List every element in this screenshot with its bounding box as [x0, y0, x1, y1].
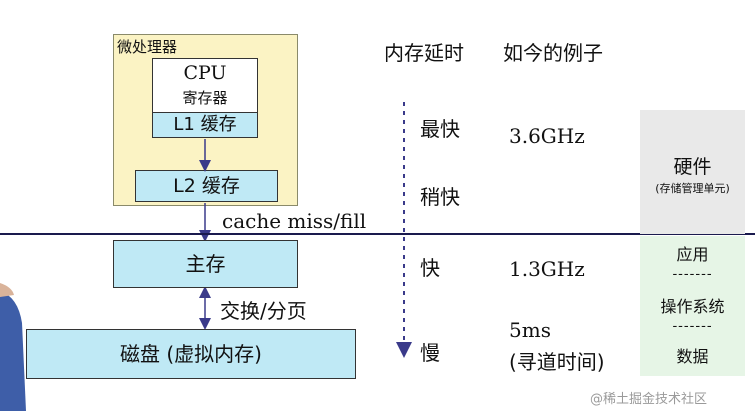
- example-header: 如今的例子: [503, 41, 603, 65]
- software-item-apps: 应用: [676, 245, 709, 264]
- registers-label: 寄存器: [182, 89, 228, 107]
- speed-fastest: 最快: [420, 117, 460, 141]
- latency-header: 内存延时: [384, 41, 464, 65]
- microprocessor-label: 微处理器: [117, 38, 178, 56]
- example-memory-clock: 1.3GHz: [509, 257, 585, 281]
- software-item-os: 操作系统: [660, 297, 725, 316]
- hardware-software-divider: [0, 233, 755, 235]
- speed-faster: 稍快: [420, 185, 460, 209]
- l1-cache-box: L1 缓存: [152, 112, 258, 138]
- software-item-data: 数据: [676, 347, 709, 366]
- cache-miss-label: cache miss/fill: [220, 209, 369, 233]
- l2-cache-box: L2 缓存: [135, 170, 278, 202]
- example-disk-latency: 5ms: [509, 318, 551, 342]
- example-disk-note: (寻道时间): [509, 350, 605, 374]
- software-divider: -------: [672, 266, 713, 282]
- disk-box: 磁盘 (虚拟内存): [26, 329, 356, 379]
- hardware-panel: [640, 110, 745, 234]
- watermark: @稀土掘金技术社区: [590, 392, 708, 407]
- speed-slow: 慢: [420, 341, 440, 365]
- speed-fast: 快: [420, 256, 440, 280]
- swap-label: 交换/分页: [220, 299, 307, 323]
- hardware-subtitle: (存储管理单元): [655, 182, 730, 195]
- software-panel: [640, 236, 745, 376]
- presenter-silhouette: [0, 283, 26, 411]
- main-memory-box: 主存: [113, 240, 298, 288]
- example-cpu-clock: 3.6GHz: [509, 124, 585, 148]
- cpu-label: CPU: [183, 62, 227, 84]
- hardware-title: 硬件: [673, 156, 712, 178]
- software-divider: -------: [672, 318, 713, 334]
